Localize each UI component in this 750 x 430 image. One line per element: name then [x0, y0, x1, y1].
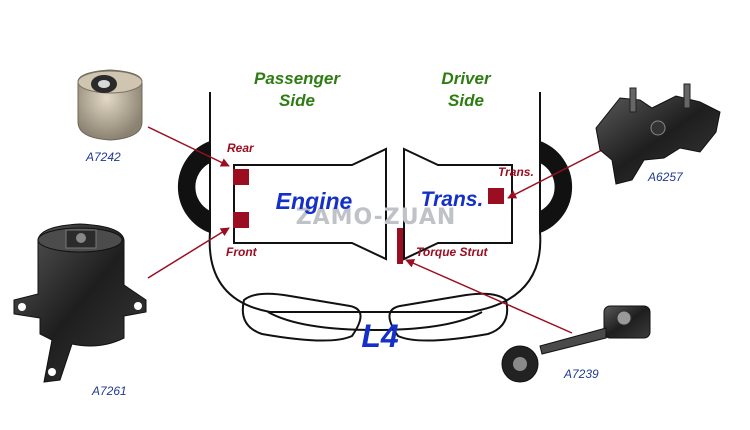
part-number-a7239: A7239: [563, 367, 599, 381]
right-wheel-well: [540, 141, 573, 233]
left-wheel-well: [177, 141, 210, 233]
mount-image-a7261: [13, 223, 147, 383]
part-number-a7261: A7261: [91, 384, 127, 398]
torque-strut-label: Torque Strut: [416, 245, 489, 259]
trans-block: [403, 147, 513, 261]
driver-side-label: Side: [448, 91, 484, 110]
engine-block: [233, 147, 387, 261]
passenger-side-label: Side: [279, 91, 315, 110]
passenger-label: Passenger: [254, 69, 341, 88]
part-number-a7242: A7242: [85, 150, 121, 164]
torque-strut-marker: [397, 228, 403, 264]
mount-image-a6257: [595, 83, 721, 185]
mount-image-a7239: [501, 305, 651, 383]
arrow-a7239: [405, 259, 573, 334]
engine-label: Engine: [276, 188, 353, 214]
front-mount-label: Front: [226, 245, 258, 259]
trans-block-label: Trans.: [421, 188, 484, 211]
trans-mount-label: Trans.: [498, 165, 534, 179]
arrows: [147, 126, 605, 334]
car-outline: [208, 92, 542, 342]
watermark: ZAMO-ZUAN: [296, 205, 457, 230]
driver-label: Driver: [441, 69, 492, 88]
arrow-a7261: [147, 227, 230, 279]
engine-type-label: L4: [361, 318, 399, 354]
front-mount-marker: [233, 212, 249, 228]
part-number-a6257: A6257: [647, 170, 684, 184]
trans-mount-marker: [488, 188, 504, 204]
rear-mount-marker: [233, 169, 249, 185]
mount-image-a7242: [77, 69, 143, 141]
rear-mount-label: Rear: [227, 141, 255, 155]
arrow-a6257: [507, 148, 605, 199]
arrow-a7242: [147, 126, 230, 167]
